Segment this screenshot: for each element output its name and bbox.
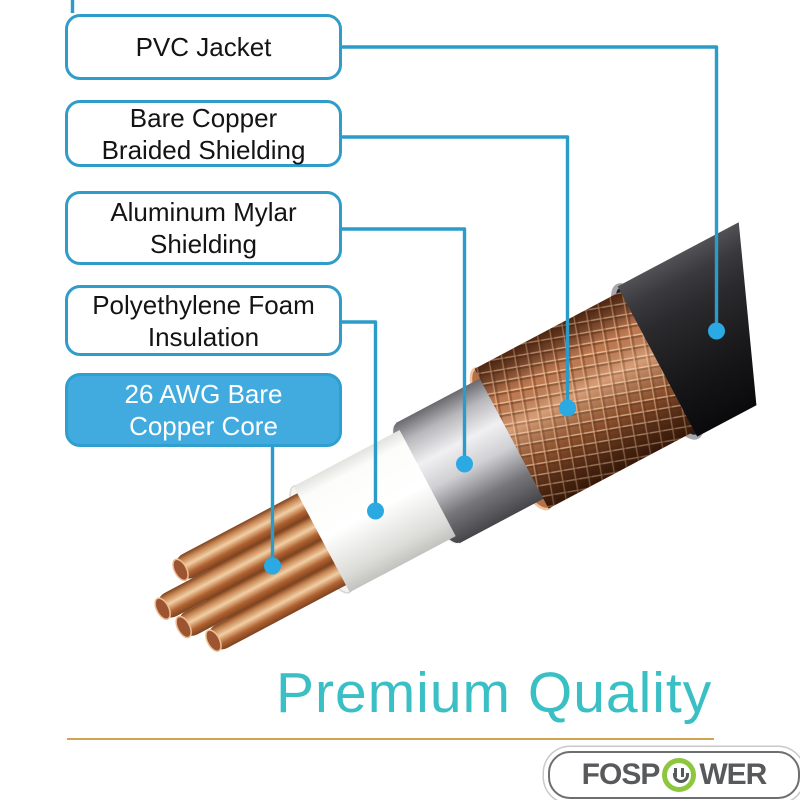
tagline-text: Premium Quality — [276, 661, 713, 725]
callout-foam-insulation: Polyethylene Foam Insulation — [65, 285, 342, 356]
gold-divider-line — [67, 738, 714, 740]
leader-dots — [264, 322, 725, 575]
leader-dot-copper-core — [264, 557, 281, 575]
logo-text-right: WER — [699, 758, 767, 791]
leader-dot-pvc-jacket — [708, 322, 725, 340]
fospower-logo: FOSP WER — [548, 751, 800, 799]
outlet-mouth — [673, 773, 690, 783]
outlet-slot-left — [674, 768, 678, 777]
callout-pvc-jacket: PVC Jacket — [65, 14, 342, 80]
cable-assembly — [154, 222, 757, 652]
leader-dot-aluminum-mylar — [456, 455, 473, 473]
leader-line-foam-insulation — [342, 320, 378, 511]
cable-layer-pvc-jacket — [617, 222, 757, 437]
leader-dot-copper-braid — [559, 399, 576, 417]
logo-text-left: FOSP — [581, 758, 661, 791]
callout-aluminum-mylar: Aluminum Mylar Shielding — [65, 191, 342, 265]
leader-dot-foam-insulation — [367, 502, 384, 520]
leader-line-aluminum-mylar — [342, 227, 467, 464]
callout-copper-core: 26 AWG Bare Copper Core — [65, 373, 342, 447]
power-outlet-icon — [662, 758, 697, 792]
cable-layer-copper-core-strands — [154, 490, 355, 652]
outlet-slot-right — [681, 768, 685, 777]
leader-line-pvc-jacket — [342, 45, 719, 331]
leader-line-copper-braid — [342, 135, 570, 408]
callout-copper-braid: Bare Copper Braided Shielding — [65, 100, 342, 167]
leader-lines — [70, 0, 719, 566]
